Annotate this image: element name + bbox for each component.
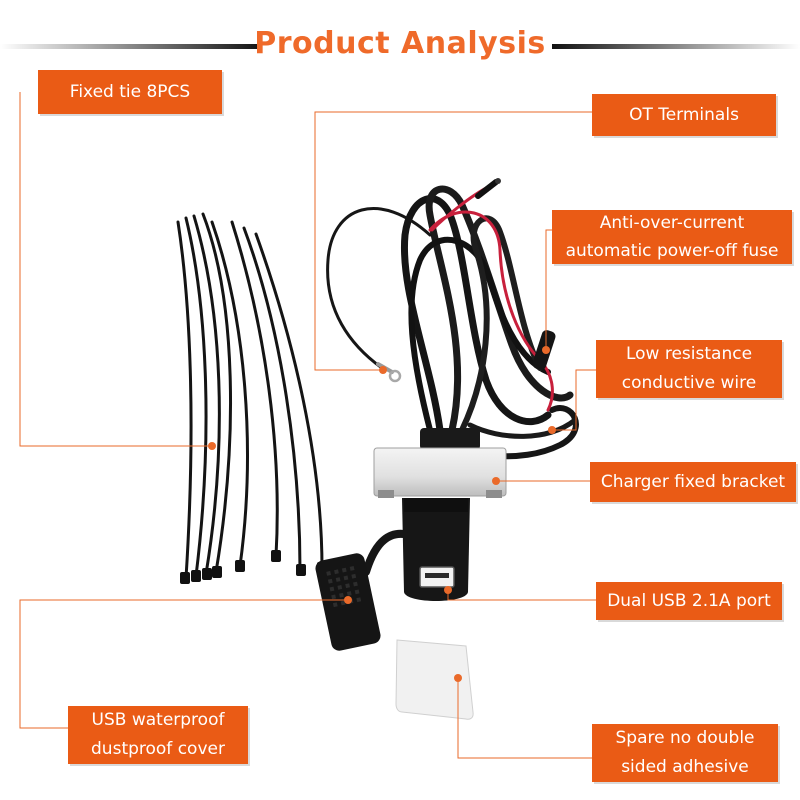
header-bar-right <box>552 44 800 49</box>
label-fuse: Anti-over-current automatic power-off fu… <box>552 210 792 264</box>
label-fuse-line2: automatic power-off fuse <box>565 241 779 261</box>
label-wire-line1: Low resistance <box>625 344 753 364</box>
label-ot-terminals-text: OT Terminals <box>629 105 739 125</box>
adhesive-pad <box>395 639 474 720</box>
label-adhesive: Spare no double sided adhesive <box>592 724 778 782</box>
charger-neck <box>404 498 468 512</box>
cover-strap <box>362 529 408 576</box>
label-fixed-tie-text: Fixed tie 8PCS <box>69 82 191 102</box>
label-ot-terminals: OT Terminals <box>592 94 776 136</box>
label-fixed-tie: Fixed tie 8PCS <box>38 70 222 114</box>
charger-bracket <box>373 447 507 497</box>
label-bracket-text: Charger fixed bracket <box>600 472 786 492</box>
label-fuse-line1: Anti-over-current <box>599 213 745 233</box>
label-cover: USB waterproof dustproof cover <box>68 706 248 764</box>
label-wire-line2: conductive wire <box>621 373 757 393</box>
label-adhesive-line1: Spare no double <box>615 728 755 748</box>
usb-port-tongue <box>425 573 449 578</box>
label-cover-line1: USB waterproof <box>91 710 225 730</box>
wire-harness <box>326 178 579 460</box>
cable-ties <box>176 212 324 580</box>
label-bracket: Charger fixed bracket <box>590 462 796 502</box>
label-usb-port-text: Dual USB 2.1A port <box>607 591 771 611</box>
cable-tie-heads <box>180 550 327 584</box>
label-usb-port: Dual USB 2.1A port <box>596 582 782 620</box>
label-adhesive-line2: sided adhesive <box>621 757 749 777</box>
label-wire: Low resistance conductive wire <box>596 340 782 398</box>
bracket-tab-right <box>486 490 502 498</box>
label-cover-line2: dustproof cover <box>91 739 225 759</box>
leader-dots <box>208 346 556 682</box>
header-bar-left <box>0 44 262 49</box>
bracket-tab-left <box>378 490 394 498</box>
page-title: Product Analysis <box>254 26 546 61</box>
charger-collar <box>420 428 480 450</box>
